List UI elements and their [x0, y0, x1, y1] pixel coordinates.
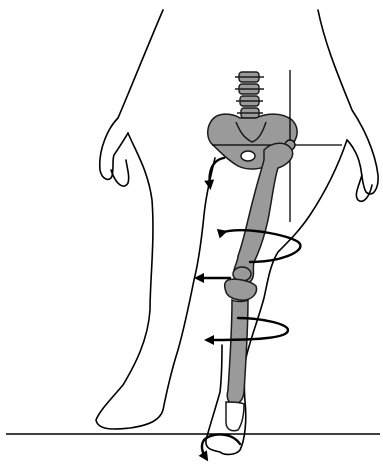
foot-bone: [226, 402, 244, 431]
tibia: [227, 300, 248, 404]
spine: [235, 72, 264, 118]
